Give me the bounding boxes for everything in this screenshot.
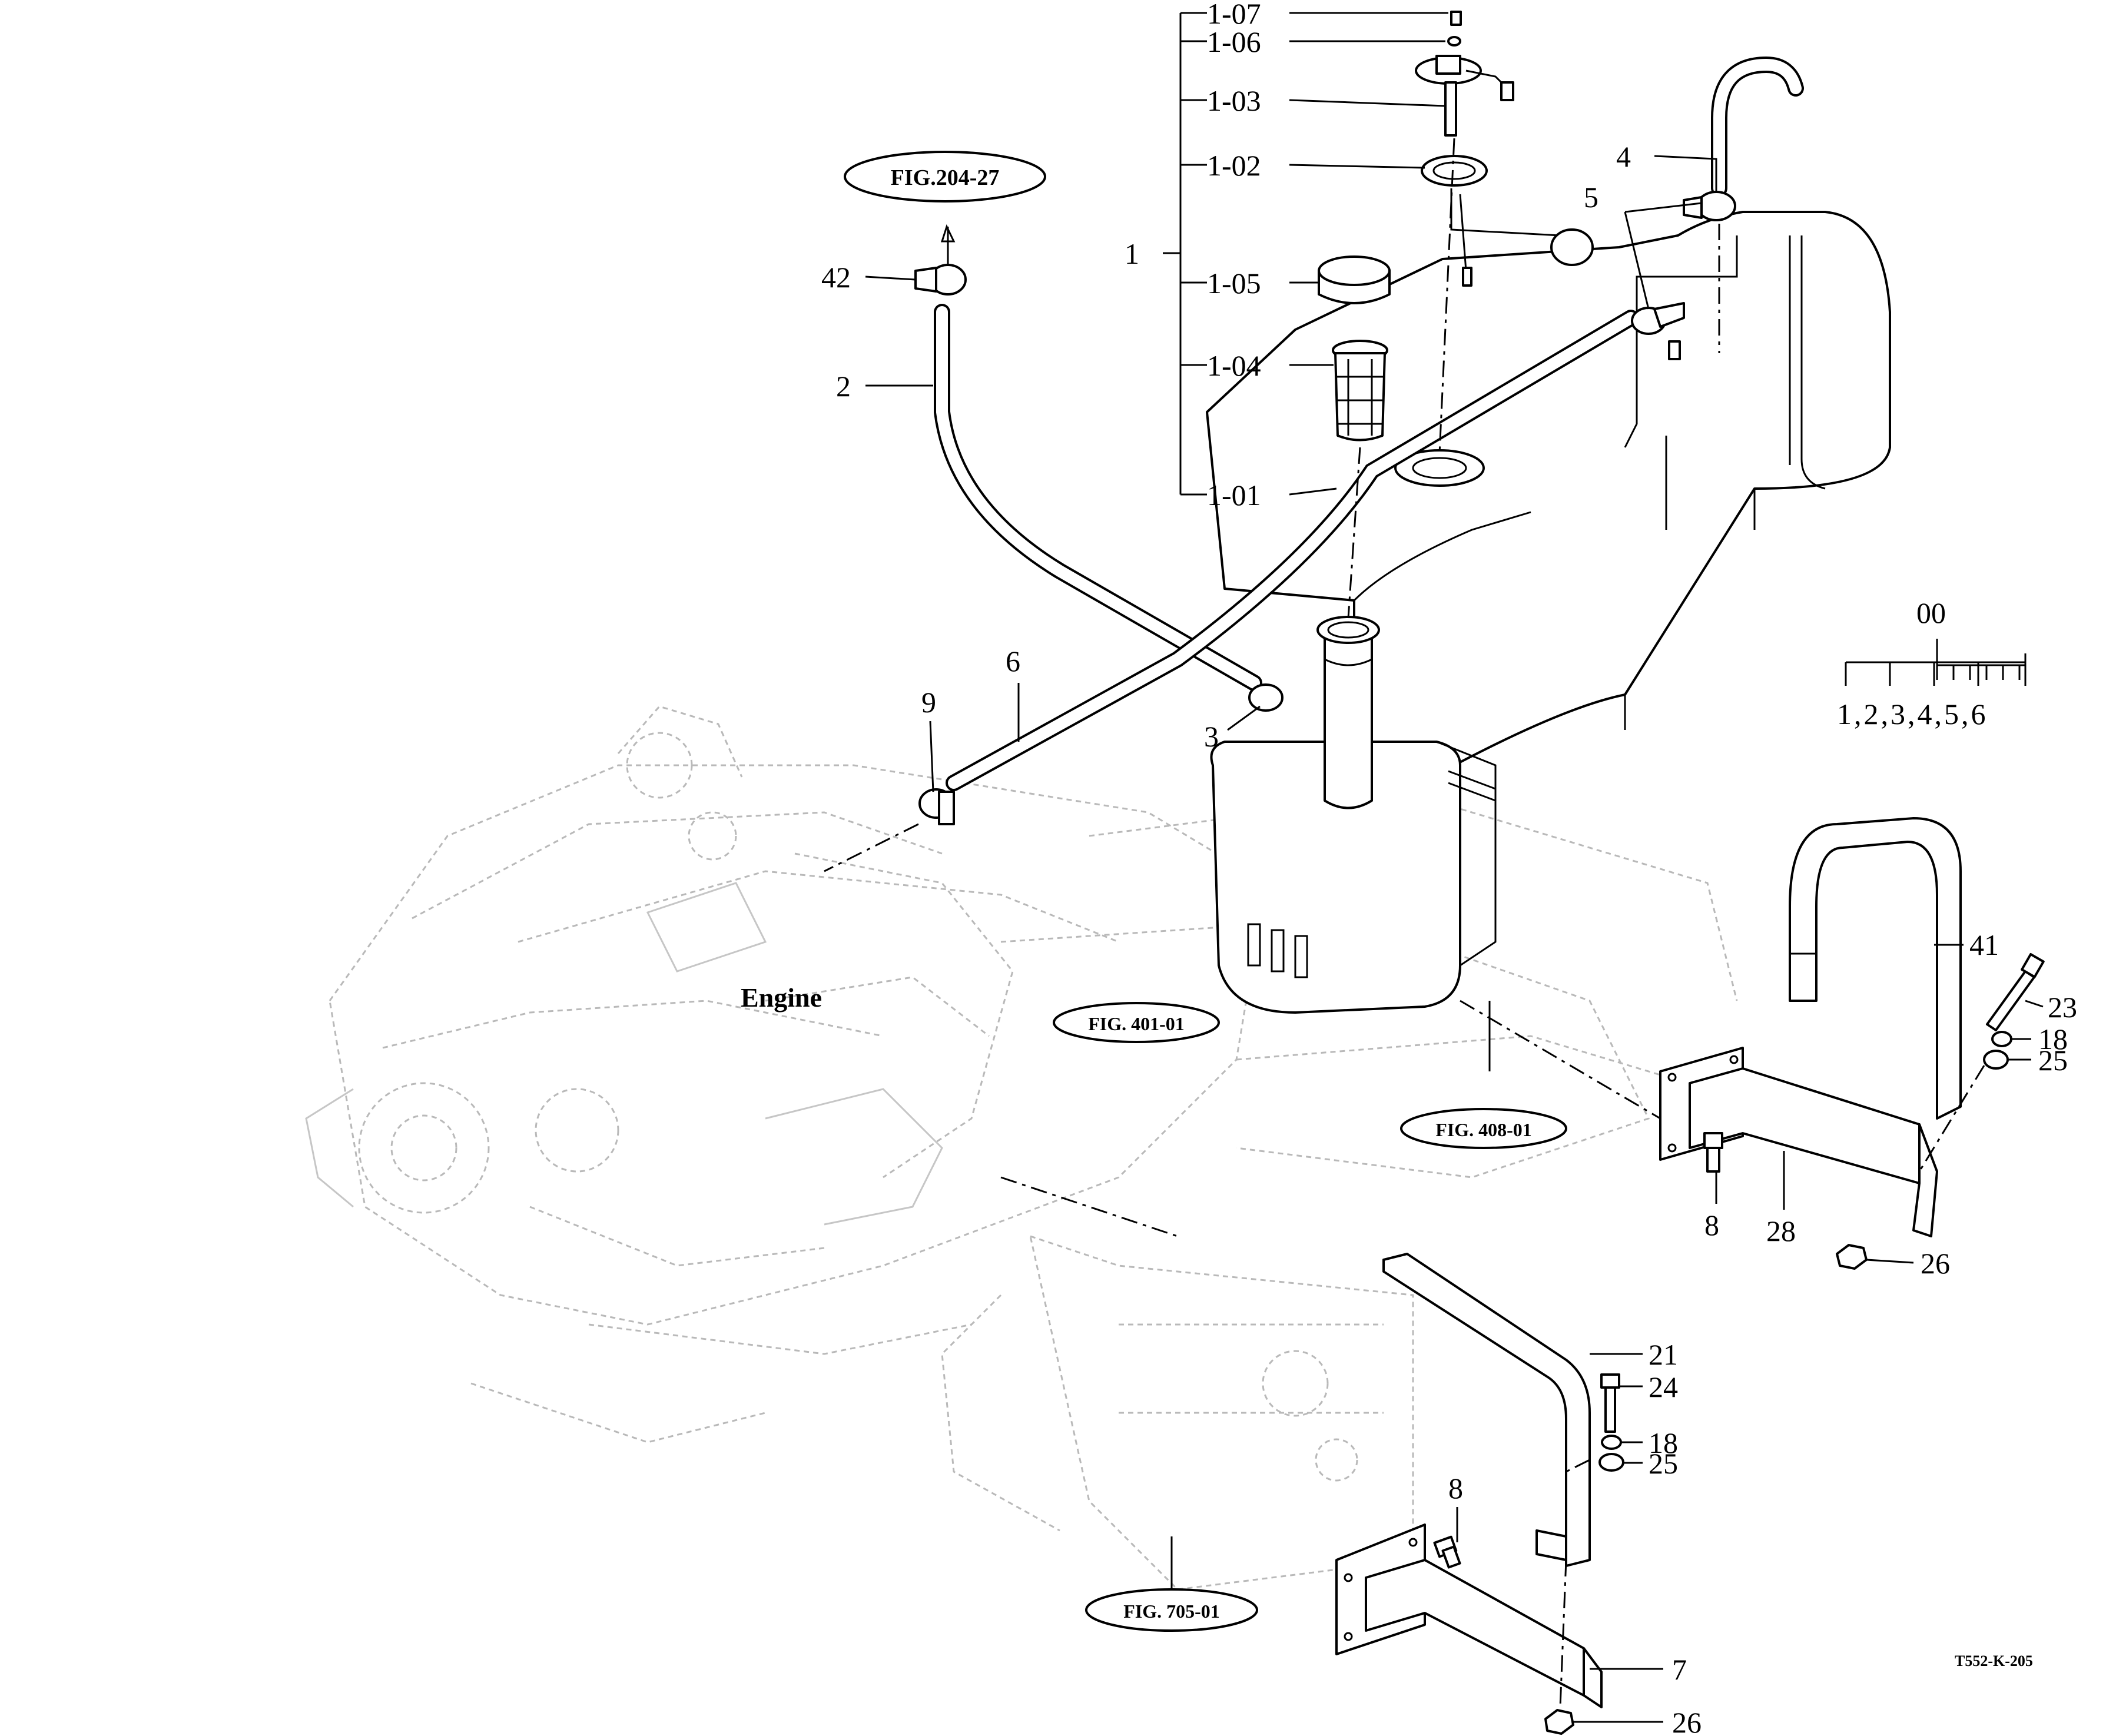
label-8a: 8 <box>1704 1209 1719 1242</box>
ref-fig705-01: FIG. 705-01 <box>1085 1588 1258 1632</box>
label-8b: 8 <box>1448 1472 1463 1505</box>
label-41: 41 <box>1969 928 1999 961</box>
engine-ghost-outline <box>305 705 1738 1591</box>
bracket-28 <box>1659 1047 1938 1237</box>
ref-fig204-27-text: FIG.204-27 <box>891 165 1000 190</box>
label-28: 28 <box>1766 1214 1796 1247</box>
label-18b: 18 <box>1649 1426 1678 1459</box>
label-1: 1 <box>1125 237 1139 270</box>
leader-lines <box>865 12 2044 1723</box>
return-hose <box>934 304 1262 691</box>
ref-fig204-27: FIG.204-27 <box>844 151 1046 203</box>
label-26a: 26 <box>1921 1247 1950 1280</box>
ref-fig401-01-text: FIG. 401-01 <box>1088 1013 1185 1034</box>
washer-18b <box>1601 1435 1622 1450</box>
clamp-3 <box>1248 683 1284 712</box>
fuel-tank <box>1206 211 1891 1014</box>
label-24: 24 <box>1649 1370 1678 1403</box>
label-21: 21 <box>1649 1338 1678 1371</box>
label-9: 9 <box>921 686 936 719</box>
label-1-01: 1-01 <box>1207 479 1261 512</box>
bolt-23 <box>1986 953 2045 1031</box>
ref-fig705-01-text: FIG. 705-01 <box>1123 1601 1220 1622</box>
nut-26b <box>1544 1709 1574 1735</box>
label-6: 6 <box>1006 645 1020 678</box>
sender-unit <box>1415 11 1594 287</box>
washer-25b <box>1598 1453 1624 1472</box>
label-1-03: 1-03 <box>1207 84 1261 117</box>
drawing-code: T552-K-205 <box>1955 1652 2033 1669</box>
clamp-5-upper <box>1683 191 1736 221</box>
variant-list: 1,2,3,4,5,6 <box>1837 698 1988 731</box>
fuel-hose <box>946 310 1639 791</box>
label-1-04: 1-04 <box>1207 349 1261 382</box>
label-3: 3 <box>1204 720 1219 753</box>
label-23: 23 <box>2048 991 2077 1024</box>
fuel-cap <box>1318 255 1391 304</box>
callout-labels: 1-07 1-06 1-03 1-02 1 1-05 1-04 1-01 42 … <box>821 0 2077 1736</box>
clamp-9 <box>918 788 955 825</box>
label-2: 2 <box>836 370 851 403</box>
label-26b: 26 <box>1672 1706 1702 1736</box>
variant-bracket <box>1845 639 2027 686</box>
assembly-lines <box>824 138 1985 1708</box>
bolt-8a <box>1703 1132 1723 1173</box>
tank-band-41 <box>1789 817 1962 1120</box>
tank-band-21 <box>1382 1253 1591 1567</box>
bracket-7 <box>1335 1523 1603 1708</box>
bolt-8b <box>1433 1535 1461 1569</box>
label-1-07: 1-07 <box>1207 0 1261 30</box>
ref-fig401-01: FIG. 401-01 <box>1053 1002 1220 1043</box>
label-25b: 25 <box>1649 1447 1678 1480</box>
breather-hose <box>1711 56 1804 197</box>
label-1-02: 1-02 <box>1207 149 1261 182</box>
variant-code: 00 <box>1916 596 1946 629</box>
fuel-strainer <box>1332 340 1388 442</box>
label-1-05: 1-05 <box>1207 267 1261 300</box>
label-25a: 25 <box>2038 1044 2068 1077</box>
bolt-24 <box>1600 1373 1620 1433</box>
label-18a: 18 <box>2038 1023 2068 1055</box>
ref-fig408-01-text: FIG. 408-01 <box>1435 1119 1532 1140</box>
clamp-42 <box>914 264 967 296</box>
washer-25a <box>1983 1050 2009 1070</box>
label-5: 5 <box>1584 181 1598 214</box>
label-42: 42 <box>821 261 851 294</box>
label-1-06: 1-06 <box>1207 25 1261 58</box>
engine-label: Engine <box>741 982 822 1013</box>
nut-26a <box>1836 1244 1868 1270</box>
label-7: 7 <box>1672 1653 1687 1686</box>
ref-fig408-01: FIG. 408-01 <box>1400 1108 1567 1149</box>
label-4: 4 <box>1616 140 1631 173</box>
washer-18a <box>1991 1031 2012 1047</box>
